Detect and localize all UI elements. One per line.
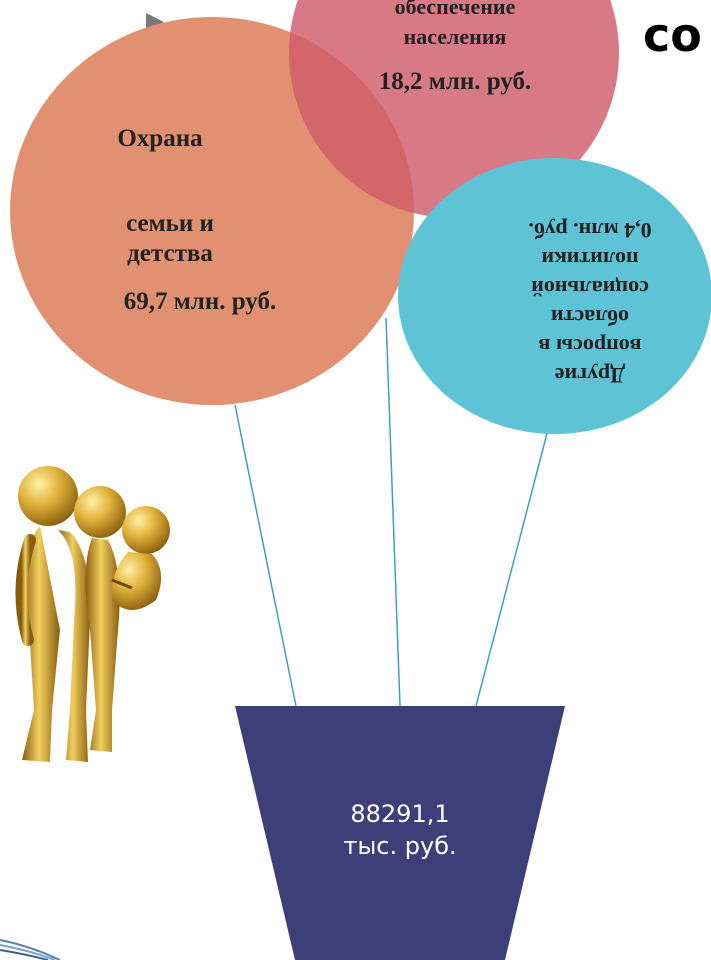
- basket-total-line1: 88291,1: [350, 800, 450, 828]
- other-questions-circle: [398, 158, 711, 434]
- social-security-label: обеспечение населения: [330, 0, 580, 52]
- slide-title: со: [643, 8, 702, 62]
- corner-decoration: [0, 939, 60, 960]
- family-protection-label-line2: семьи и: [126, 210, 214, 237]
- basket-total: 88291,1 тыс. руб.: [300, 798, 500, 862]
- social-security-label-line2: населения: [403, 24, 507, 49]
- family-protection-label-line1: Охрана: [117, 125, 203, 152]
- golden-family-figure: [15, 466, 170, 762]
- social-security-label-line1: обеспечение: [394, 0, 516, 19]
- social-security-amount: 18,2 млн. руб.: [378, 68, 532, 95]
- family-protection-amount: 69,7 млн. руб.: [123, 288, 277, 315]
- family-protection-label-line3: детства: [127, 240, 213, 267]
- basket-total-line2: тыс. руб.: [343, 832, 457, 860]
